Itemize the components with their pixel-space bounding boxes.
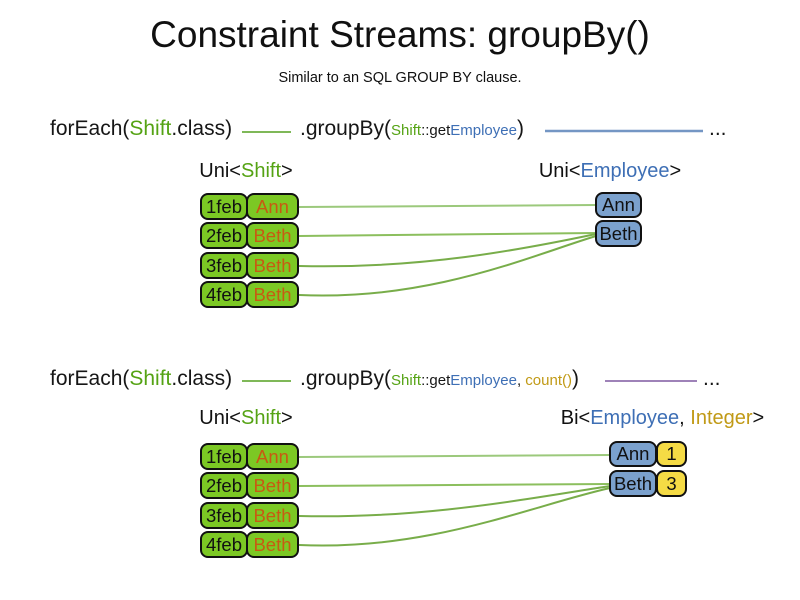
hdr-pre: Bi< [560,407,591,429]
map-line-d1-row3-beth [298,233,597,268]
hdr-type2: Integer [690,407,753,429]
hdr-post: > [281,160,293,182]
shift-date-cell: 2feb [200,222,248,249]
hdr-post: > [752,407,765,429]
shift-employee-cell: Beth [246,531,299,558]
shift-employee-cell: Beth [246,472,299,499]
slide-subtitle: Similar to an SQL GROUP BY clause. [278,70,522,86]
shift-date-cell: 1feb [200,443,248,470]
shift-date-cell: 3feb [200,252,248,279]
groupby-prefix: .groupBy( [300,367,392,390]
shift-employee-cell: Beth [246,252,299,279]
groupby-arg-type: Shift [391,122,422,139]
map-line-d1-row4-beth [298,235,597,297]
hdr-type: Employee [580,160,670,182]
groupby-arg-separator: , [516,372,526,389]
group-box-employee: Ann [595,192,642,218]
shift-employee-cell: Beth [246,222,299,249]
groupby-arg-type: Shift [391,372,422,389]
shift-date-cell: 2feb [200,472,248,499]
diagram1-right-header: Uni<Employee> [520,160,700,183]
groupby-arg-mid: ::get [421,372,451,389]
diagram1-left-header: Uni<Shift> [165,160,327,183]
foreach-type: Shift [129,367,172,390]
foreach-type: Shift [129,117,172,140]
groupby-arg-count: count() [525,372,572,389]
group-box-employee: Ann [609,441,657,467]
foreach-prefix: forEach( [50,117,130,140]
map-line-d2-row1-ann [298,454,611,458]
groupby-arg-prop: Employee [450,122,517,139]
groupby-suffix: ) [571,367,579,390]
shift-employee-cell: Ann [246,193,299,220]
map-line-d2-row2-beth [298,483,611,487]
shift-employee-cell: Beth [246,281,299,308]
slide-title: Constraint Streams: groupBy() [150,14,650,55]
hdr-type: Shift [240,407,282,429]
map-line-d1-row1-ann [298,204,597,208]
hdr-type1: Employee [590,407,680,429]
groupby-prefix: .groupBy( [300,117,392,140]
foreach-prefix: forEach( [50,367,130,390]
map-line-d2-row4-beth [298,487,611,547]
shift-date-cell: 3feb [200,502,248,529]
groupby-arg-mid: ::get [421,122,451,139]
hdr-post: > [281,407,293,429]
pipeline1-foreach-code: forEach(Shift.class) [50,117,232,141]
hdr-sep: , [679,407,691,429]
hdr-pre: Uni< [199,160,241,182]
group-box-employee: Beth [595,220,642,247]
groupby-suffix: ) [516,117,524,140]
shift-employee-cell: Ann [246,443,299,470]
pipeline2-ellipsis: ... [703,367,721,390]
pipeline2-foreach-code: forEach(Shift.class) [50,367,232,391]
group-box-count: 1 [656,441,687,467]
diagram2-right-header: Bi<Employee, Integer> [550,407,775,430]
group-box-count: 3 [656,470,687,497]
shift-date-cell: 4feb [200,531,248,558]
shift-date-cell: 4feb [200,281,248,308]
pipeline1-ellipsis: ... [709,117,727,140]
foreach-suffix: .class) [171,367,233,390]
shift-employee-cell: Beth [246,502,299,529]
foreach-suffix: .class) [171,117,233,140]
hdr-pre: Uni< [199,407,241,429]
map-line-d2-row3-beth [298,485,611,518]
hdr-post: > [669,160,682,182]
shift-date-cell: 1feb [200,193,248,220]
diagram2-left-header: Uni<Shift> [165,407,327,430]
groupby-arg-prop: Employee [450,372,517,389]
map-line-d1-row2-beth [298,232,597,237]
hdr-pre: Uni< [538,160,581,182]
group-box-employee: Beth [609,470,657,497]
hdr-type: Shift [240,160,282,182]
